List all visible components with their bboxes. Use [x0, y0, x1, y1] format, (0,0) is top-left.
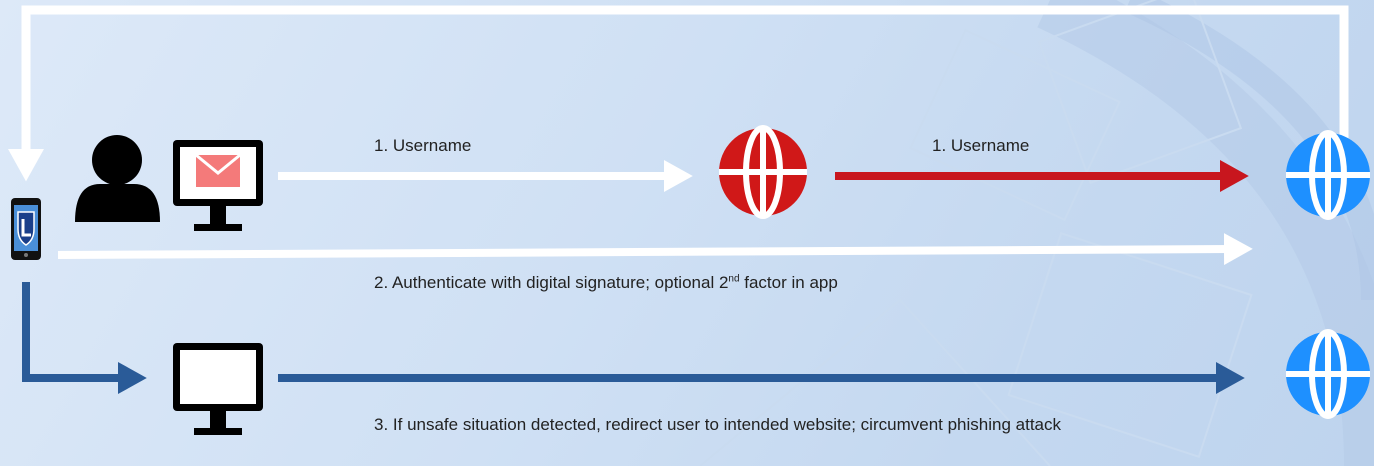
- username-label-2: 1. Username: [932, 136, 1030, 155]
- authenticate-label: 2. Authenticate with digital signature; …: [374, 272, 838, 294]
- redirect-label: 3. If unsafe situation detected, redirec…: [374, 415, 1061, 434]
- redirect-arrow-to-monitor: [22, 282, 147, 394]
- username-label-1: 1. Username: [374, 136, 472, 155]
- authenticate-label-tail: factor in app: [739, 273, 838, 292]
- authenticate-arrow: [57, 233, 1253, 266]
- phishing-globe-icon: [719, 125, 807, 219]
- phone-app-icon: [11, 198, 41, 260]
- legit-globe-icon: [1286, 130, 1370, 220]
- authenticate-label-main: 2. Authenticate with digital signature; …: [374, 273, 729, 292]
- monitor-with-mail-icon: [173, 140, 263, 231]
- monitor-icon: [173, 343, 263, 435]
- feedback-arrow: [8, 5, 1349, 182]
- target-globe-icon: [1286, 329, 1370, 419]
- authenticate-label-sup: nd: [728, 273, 740, 285]
- user-icon: [75, 135, 160, 222]
